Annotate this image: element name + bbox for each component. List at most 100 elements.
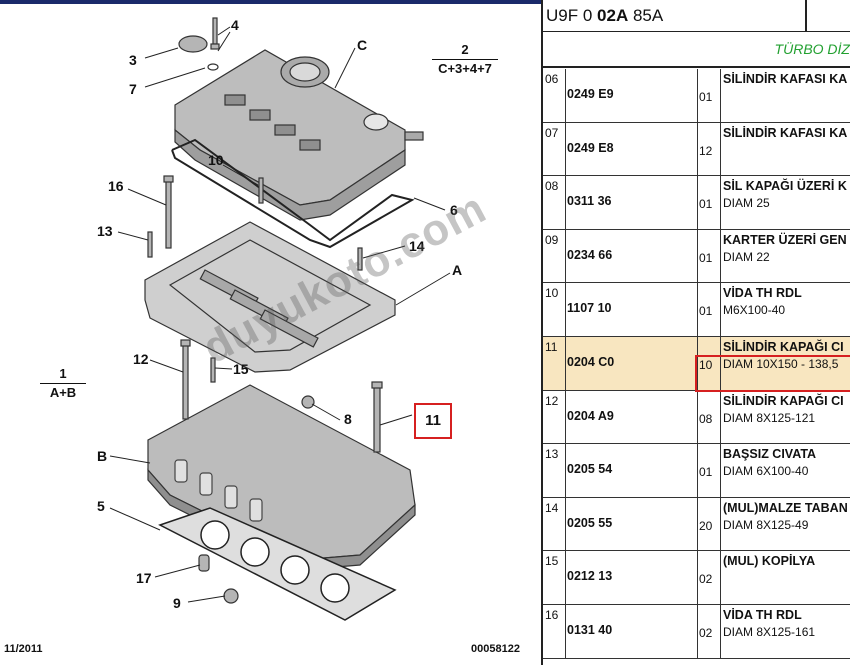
row-part-reference: 0204 A9 <box>567 408 614 423</box>
row-description: KARTER ÜZERİ GEN <box>723 232 847 247</box>
callout-3: 3 <box>129 52 137 68</box>
row-dimension: DIAM 8X125-161 <box>723 625 816 639</box>
row-quantity: 02 <box>699 572 713 587</box>
callout-4: 4 <box>231 17 239 33</box>
row-line-number: 08 <box>545 179 559 194</box>
row-line-number: 15 <box>545 554 559 569</box>
row-part-reference: 0249 E9 <box>567 87 614 101</box>
fraction-left-num: 1 <box>59 366 67 381</box>
callout-16: 16 <box>108 178 124 194</box>
model-code-prefix: U9F 0 <box>546 6 598 25</box>
assembly-fraction-left: 1 A+B <box>40 366 86 401</box>
row-quantity: 08 <box>699 411 713 426</box>
callout-14: 14 <box>409 238 425 254</box>
callout-12: 12 <box>133 351 149 367</box>
row-dimension: DIAM 8X125-49 <box>723 517 809 532</box>
row-part-reference: 0249 E8 <box>567 140 614 155</box>
row-dimension: DIAM 6X100-40 <box>723 464 809 479</box>
row-part-reference: 1107 10 <box>567 301 612 316</box>
row-quantity: 02 <box>699 626 713 640</box>
row-line-number: 12 <box>545 393 559 408</box>
highlighted-callout-11: 11 <box>414 403 452 439</box>
callout-5: 5 <box>97 498 105 514</box>
table-row[interactable]: 14 0205 55 20 (MUL)MALZE TABAN DIAM 8X125-49 <box>543 497 850 552</box>
fraction-top-num: 2 <box>461 42 469 57</box>
table-row[interactable]: 16 0131 40 02 VİDA TH RDL DIAM 8X125-161 <box>543 605 850 659</box>
cam-carrier-drawing <box>144 221 396 373</box>
row-quantity: 12 <box>699 143 713 158</box>
callout-b: B <box>97 448 108 464</box>
head-gasket-drawing <box>158 507 397 621</box>
callout-6: 6 <box>450 202 458 218</box>
callout-9: 9 <box>173 595 181 611</box>
row-description: SİLİNDİR KAPAĞI CI <box>723 393 844 408</box>
panel-divider <box>541 0 543 665</box>
row-description: (MUL)MALZE TABAN <box>723 500 848 515</box>
row-description: SİLİNDİR KAFASI KA <box>723 125 848 140</box>
row-quantity: 01 <box>699 90 713 104</box>
row-part-reference: 0234 66 <box>567 247 613 262</box>
section-title: TÜRBO DİZ <box>543 33 850 68</box>
row-line-number: 10 <box>545 286 559 301</box>
callout-13: 13 <box>97 223 113 239</box>
model-code-header: U9F 0 02A 85A <box>543 0 850 32</box>
diagram-top-bar <box>0 0 541 4</box>
row-description: VİDA TH RDL <box>723 286 802 301</box>
row-quantity: 01 <box>699 304 713 319</box>
row-dimension: DIAM 22 <box>723 249 770 264</box>
bolts-drawing <box>147 17 383 604</box>
valve-cover-drawing <box>174 49 424 221</box>
callout-a: A <box>452 262 463 278</box>
row-dimension: M6X100-40 <box>723 303 786 318</box>
callout-15: 15 <box>233 361 249 377</box>
row-line-number: 13 <box>545 447 559 462</box>
row-part-reference: 0212 13 <box>567 569 613 584</box>
row-line-number: 06 <box>545 72 559 86</box>
row-description: VİDA TH RDL <box>723 608 802 622</box>
footer-code: 00058122 <box>471 643 520 655</box>
row-quantity: 20 <box>699 518 713 533</box>
table-row[interactable]: 12 0204 A9 08 SİLİNDİR KAPAĞI CI DIAM 8X125-… <box>543 390 850 445</box>
row-dimension: DIAM 25 <box>723 196 770 211</box>
engine-drawing <box>109 17 451 621</box>
table-row[interactable]: 07 0249 E8 12 SİLİNDİR KAFASI KA <box>543 122 850 177</box>
footer-date: 11/2011 <box>4 643 43 655</box>
row-line-number: 11 <box>545 340 558 354</box>
leader-lines <box>109 26 451 603</box>
row-quantity: 01 <box>699 250 713 265</box>
highlighted-row-outline <box>695 355 850 392</box>
row-part-reference: 0205 55 <box>567 515 613 530</box>
row-part-reference: 0131 40 <box>567 623 613 637</box>
table-row[interactable]: 13 0205 54 01 BAŞSIZ CIVATA DIAM 6X100-40 <box>543 444 850 498</box>
row-quantity: 10 <box>699 358 713 372</box>
row-line-number: 09 <box>545 232 559 247</box>
table-row[interactable]: 10 1107 10 01 VİDA TH RDL M6X100-40 <box>543 283 850 337</box>
row-description: BAŞSIZ CIVATA <box>723 447 817 462</box>
row-line-number: 14 <box>545 500 559 515</box>
assembly-fraction-top: 2 C+3+4+7 <box>432 42 498 77</box>
row-part-reference: 0311 36 <box>567 194 612 209</box>
row-part-reference: 0205 54 <box>567 462 613 477</box>
row-quantity: 01 <box>699 465 713 480</box>
row-description: SİL KAPAĞI ÜZERİ K <box>723 179 847 194</box>
fraction-top-den: C+3+4+7 <box>438 61 492 76</box>
row-quantity: 01 <box>699 197 713 212</box>
valve-cover-gasket <box>171 138 415 249</box>
table-row[interactable]: 08 0311 36 01 SİL KAPAĞI ÜZERİ K DIAM 25 <box>543 176 850 230</box>
callout-17: 17 <box>136 570 152 586</box>
row-description: SİLİNDİR KAPAĞI CI <box>723 340 844 354</box>
fraction-left-den: A+B <box>49 385 77 400</box>
callout-8: 8 <box>344 411 352 427</box>
callout-c: C <box>357 37 368 53</box>
row-dimension: DIAM 10X150 - 138,5 <box>723 357 839 371</box>
row-part-reference: 0204 C0 <box>567 355 615 369</box>
row-dimension: DIAM 8X125-121 <box>723 410 816 425</box>
row-line-number: 16 <box>545 608 559 622</box>
row-line-number: 07 <box>545 125 559 140</box>
callout-10: 10 <box>208 152 224 168</box>
model-code-suffix: 85A <box>628 6 664 25</box>
table-row[interactable]: 09 0234 66 01 KARTER ÜZERİ GEN DIAM 22 <box>543 229 850 284</box>
